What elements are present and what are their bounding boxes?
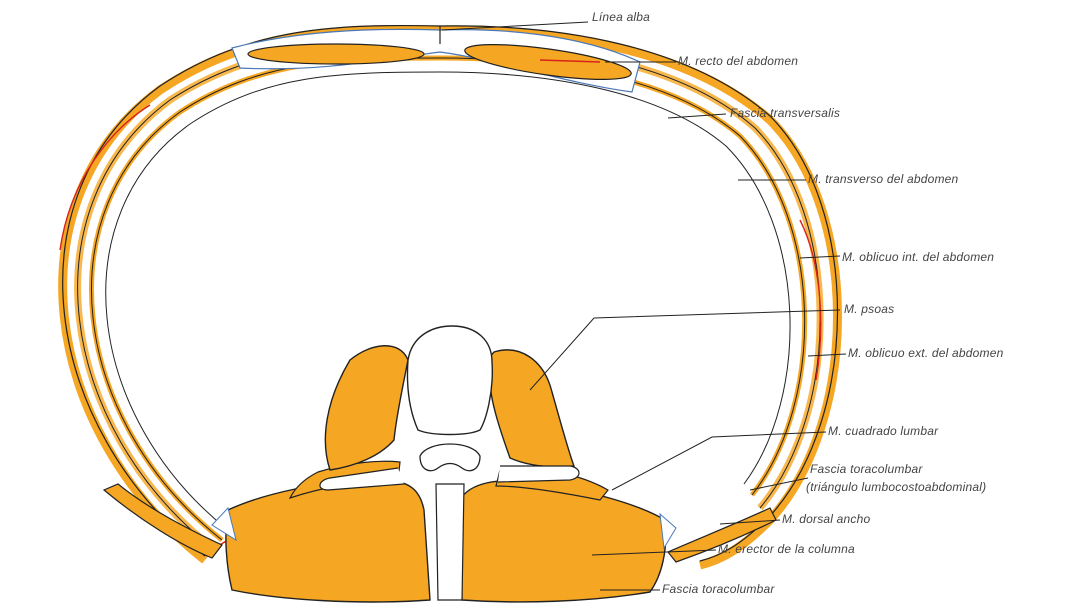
label-erector: M. erector de la columna — [718, 542, 855, 556]
leader-oblicuo-ext — [808, 354, 846, 356]
label-dorsal-ancho: M. dorsal ancho — [782, 512, 870, 526]
label-oblicuo-int: M. oblicuo int. del abdomen — [842, 250, 994, 264]
recto-izquierdo — [248, 44, 424, 64]
label-fascia-triangulo-2: (triángulo lumbocostoabdominal) — [806, 480, 986, 494]
leader-psoas — [530, 310, 840, 390]
label-fascia-transversalis: Fascia transversalis — [730, 106, 840, 120]
psoas-derecho — [488, 350, 574, 467]
vertebral-body — [407, 326, 492, 435]
psoas-izquierdo — [325, 346, 408, 470]
label-oblicuo-ext: M. oblicuo ext. del abdomen — [848, 346, 1004, 360]
label-fascia-triangulo-1: Fascia toracolumbar — [810, 462, 923, 476]
vertebral-foramen — [420, 444, 480, 471]
label-psoas: M. psoas — [844, 302, 894, 316]
label-linea-alba: Línea alba — [592, 10, 650, 24]
spinous-process — [436, 484, 464, 600]
erector-derecho — [460, 481, 666, 602]
label-recto-abdomen: M. recto del abdomen — [678, 54, 798, 68]
label-fascia-toracolumbar: Fascia toracolumbar — [662, 582, 775, 596]
label-transverso: M. transverso del abdomen — [808, 172, 958, 186]
oblicuo-interno-band — [78, 44, 821, 550]
label-cuadrado-lumbar: M. cuadrado lumbar — [828, 424, 938, 438]
dorsal-ancho-izquierdo — [104, 484, 222, 558]
transverso-band — [92, 58, 805, 540]
erector-izquierdo — [226, 480, 430, 602]
posterior-structures — [104, 326, 776, 602]
